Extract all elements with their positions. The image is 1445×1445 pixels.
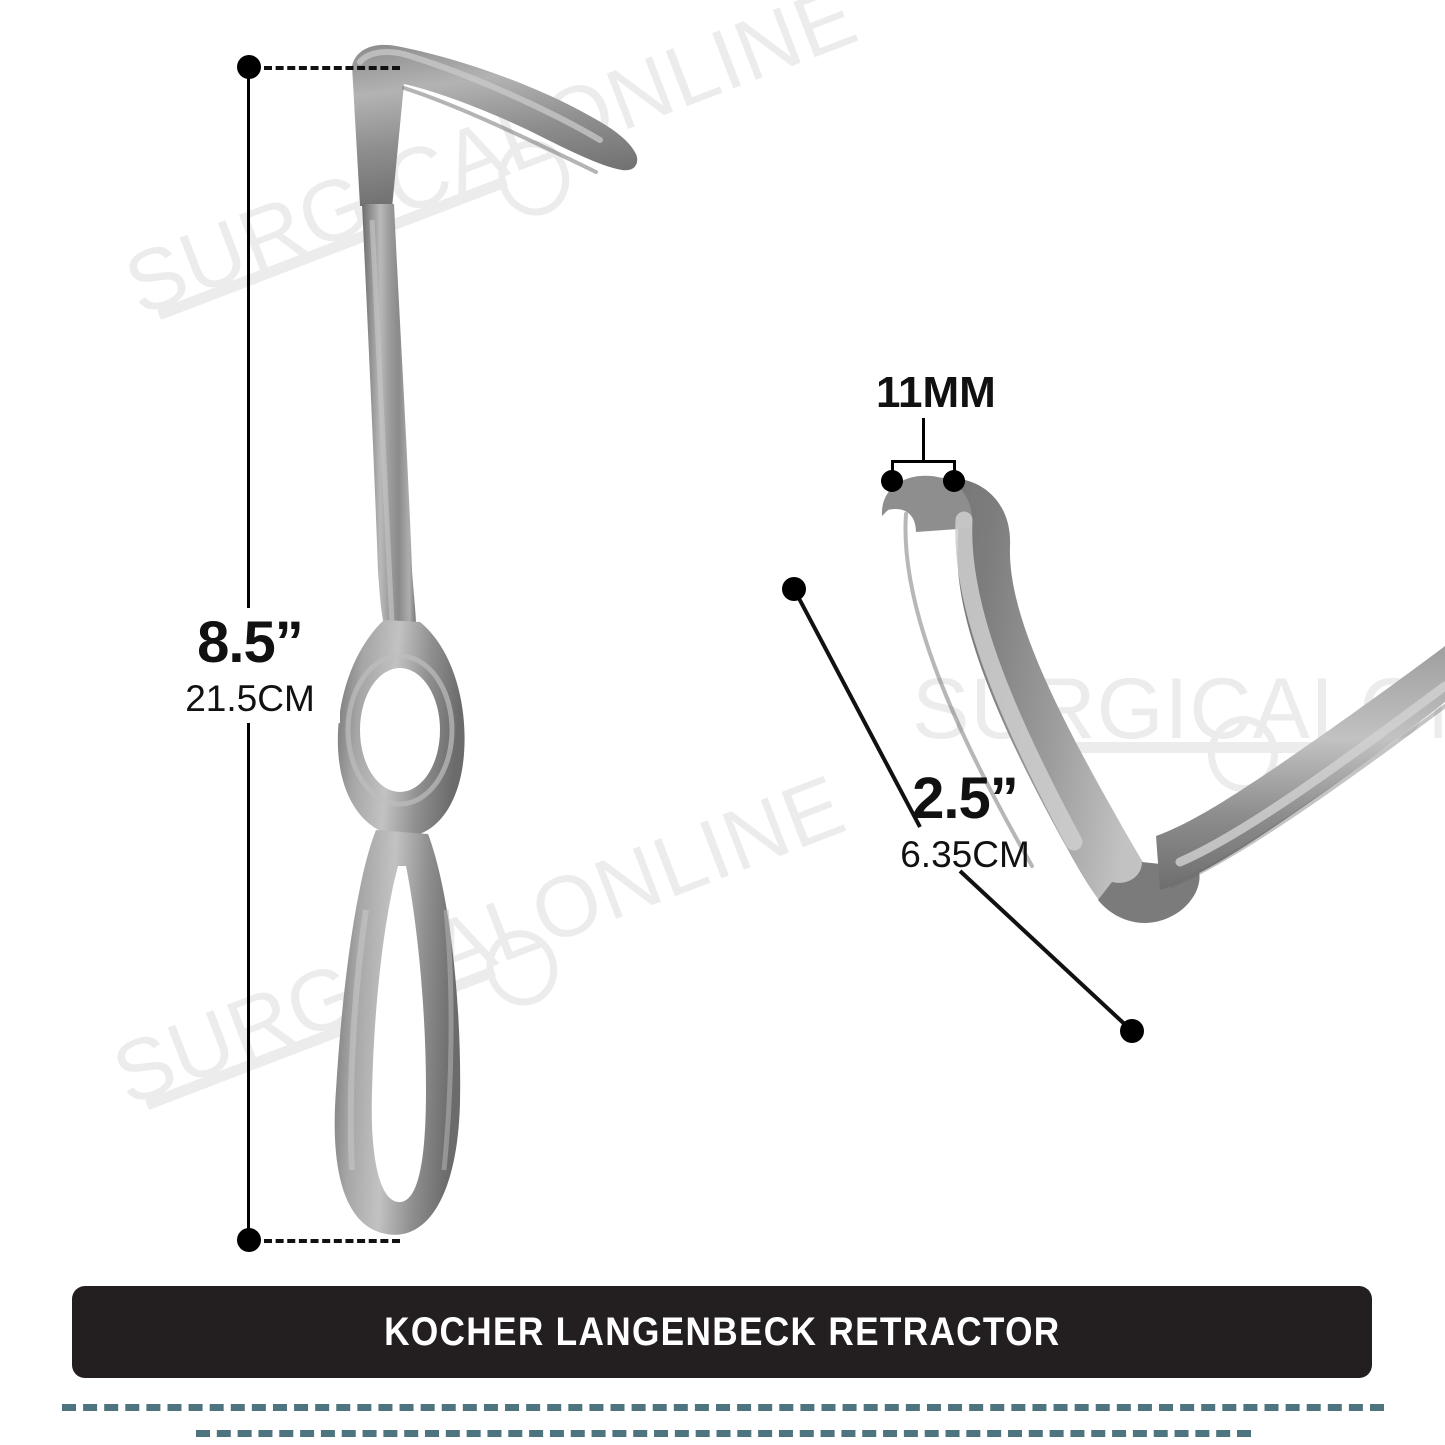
product-name-banner: KOCHER LANGENBECK RETRACTOR bbox=[72, 1286, 1372, 1378]
decorative-dashed-rule-lower bbox=[196, 1430, 1251, 1437]
blade-width-value: 11MM bbox=[876, 368, 996, 417]
decorative-dashed-rule-upper bbox=[62, 1404, 1384, 1411]
length-dim-leader-bottom bbox=[264, 1239, 400, 1243]
blade-width-label: 11MM bbox=[876, 368, 996, 418]
blade-width-bracket-leg-left bbox=[891, 460, 894, 478]
length-dim-dot-bottom bbox=[237, 1228, 261, 1252]
blade-length-dot-bottom bbox=[1120, 1019, 1144, 1043]
blade-width-bracket-span bbox=[891, 460, 956, 463]
retractor-full-view bbox=[334, 44, 638, 1235]
blade-width-bracket-leg-right bbox=[953, 460, 956, 478]
product-name-text: KOCHER LANGENBECK RETRACTOR bbox=[383, 1309, 1061, 1354]
blade-length-metric-value: 6.35CM bbox=[900, 834, 1030, 875]
blade-length-dimension-leaders bbox=[792, 588, 1134, 1033]
retractor-blade-detail-view bbox=[881, 475, 1445, 923]
blade-length-imperial-value: 2.5” bbox=[912, 766, 1019, 831]
length-metric-value: 21.5CM bbox=[185, 678, 315, 719]
blade-width-dot-right bbox=[943, 470, 965, 492]
blade-width-dot-left bbox=[881, 470, 903, 492]
length-imperial-value: 8.5” bbox=[197, 610, 304, 675]
blade-width-bracket-stem bbox=[922, 418, 925, 462]
blade-length-dimension-label: 2.5” 6.35CM bbox=[870, 766, 1060, 875]
length-dim-leader-top bbox=[264, 66, 400, 70]
length-dimension-label: 8.5” 21.5CM bbox=[160, 608, 340, 723]
blade-length-dot-top bbox=[782, 577, 806, 601]
